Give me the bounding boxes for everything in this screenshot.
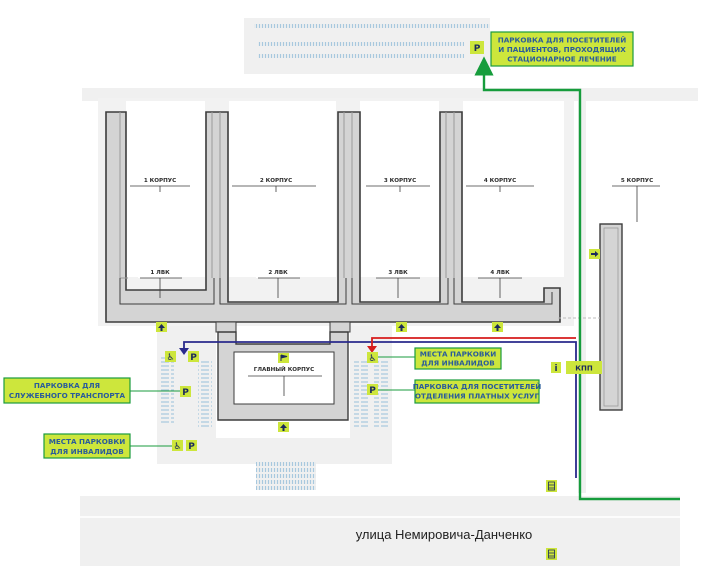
route-paths (179, 56, 680, 501)
label-korpus-4: 4 КОРПУС (484, 178, 516, 184)
svg-text:ДЛЯ ИНВАЛИДОВ: ДЛЯ ИНВАЛИДОВ (421, 359, 494, 368)
campus-grounds (98, 98, 574, 326)
svg-text:ПАРКОВКА ДЛЯ ПОСЕТИТЕЛЕЙ: ПАРКОВКА ДЛЯ ПОСЕТИТЕЛЕЙ (498, 36, 627, 45)
svg-text:СТАЦИОНАРНОЕ ЛЕЧЕНИЕ: СТАЦИОНАРНОЕ ЛЕЧЕНИЕ (507, 55, 617, 64)
parking-icon (180, 386, 191, 397)
svg-text:ПАРКОВКА ДЛЯ: ПАРКОВКА ДЛЯ (34, 381, 100, 390)
label-lvk-2: 2 ЛВК (268, 270, 288, 276)
top-road (82, 88, 698, 101)
callout-disabled-right: МЕСТА ПАРКОВКИ ДЛЯ ИНВАЛИДОВ (378, 347, 502, 370)
wheelchair-icon (165, 351, 176, 362)
top-parking-lot (244, 18, 490, 74)
street-name: улица Немировича-Данченко (356, 527, 533, 542)
main-building-complex (105, 111, 561, 323)
main-street: улица Немировича-Данченко (80, 496, 680, 566)
wheelchair-icon (172, 440, 183, 451)
label-lvk-1: 1 ЛВК (150, 270, 170, 276)
checkpoint: КПП i (551, 361, 602, 374)
label-main-korpus: ГЛАВНЫЙ КОРПУС (254, 365, 314, 373)
svg-text:ПАРКОВКА ДЛЯ ПОСЕТИТЕЛЕЙ: ПАРКОВКА ДЛЯ ПОСЕТИТЕЛЕЙ (413, 382, 542, 391)
svg-text:СЛУЖЕБНОГО ТРАНСПОРТА: СЛУЖЕБНОГО ТРАНСПОРТА (9, 391, 126, 400)
svg-text:P: P (474, 44, 481, 54)
svg-text:P: P (369, 386, 376, 396)
svg-text:МЕСТА ПАРКОВКИ: МЕСТА ПАРКОВКИ (49, 437, 126, 446)
label-korpus-2: 2 КОРПУС (260, 178, 292, 184)
east-road (578, 88, 586, 493)
label-lvk-3: 3 ЛВК (388, 270, 408, 276)
parking-icons: P ♿ P P ♿ P ♿ P (165, 41, 557, 560)
svg-text:♿: ♿ (166, 353, 174, 363)
svg-text:♿: ♿ (173, 442, 181, 452)
bus-stop-icon (546, 548, 557, 560)
callout-top-parking: ПАРКОВКА ДЛЯ ПОСЕТИТЕЛЕЙ И ПАЦИЕНТОВ, ПР… (490, 31, 634, 67)
svg-text:И ПАЦИЕНТОВ, ПРОХОДЯЩИХ: И ПАЦИЕНТОВ, ПРОХОДЯЩИХ (498, 45, 626, 54)
callout-paid-parking: ПАРКОВКА ДЛЯ ПОСЕТИТЕЛЕЙ ОТДЕЛЕНИЯ ПЛАТН… (378, 379, 542, 404)
svg-text:P: P (182, 388, 189, 398)
parking-icon (186, 440, 197, 451)
bus-stop-icon (546, 480, 557, 492)
svg-text:P: P (190, 353, 197, 363)
label-korpus-3: 3 КОРПУС (384, 178, 416, 184)
wheelchair-icon (367, 352, 378, 363)
blue-arrow-head (179, 348, 189, 355)
info-icon (551, 362, 561, 373)
red-arrow-head (367, 346, 377, 353)
label-korpus-5: 5 КОРПУС (621, 178, 653, 184)
svg-text:МЕСТА ПАРКОВКИ: МЕСТА ПАРКОВКИ (420, 350, 497, 359)
callout-disabled-left: МЕСТА ПАРКОВКИ ДЛЯ ИНВАЛИДОВ (43, 433, 172, 459)
label-lvk-4: 4 ЛВК (490, 270, 510, 276)
svg-text:ДЛЯ ИНВАЛИДОВ: ДЛЯ ИНВАЛИДОВ (50, 447, 123, 456)
label-korpus-1: 1 КОРПУС (144, 178, 176, 184)
svg-text:♿: ♿ (368, 354, 376, 364)
building-labels: 1 КОРПУС 2 КОРПУС 3 КОРПУС 4 КОРПУС 5 КО… (130, 174, 660, 298)
parking-icon (367, 384, 378, 395)
flag-icon (278, 353, 289, 363)
parking-icon (470, 41, 484, 54)
checkpoint-label: КПП (575, 365, 593, 373)
svg-text:i: i (554, 364, 557, 374)
svg-text:P: P (188, 442, 195, 452)
callout-service-parking: ПАРКОВКА ДЛЯ СЛУЖЕБНОГО ТРАНСПОРТА (3, 377, 180, 404)
arrow-up-icons (156, 249, 600, 432)
building-5 (558, 223, 623, 411)
svg-text:ОТДЕЛЕНИЯ ПЛАТНЫХ УСЛУГ: ОТДЕЛЕНИЯ ПЛАТНЫХ УСЛУГ (415, 392, 540, 401)
parking-icon (188, 351, 199, 362)
